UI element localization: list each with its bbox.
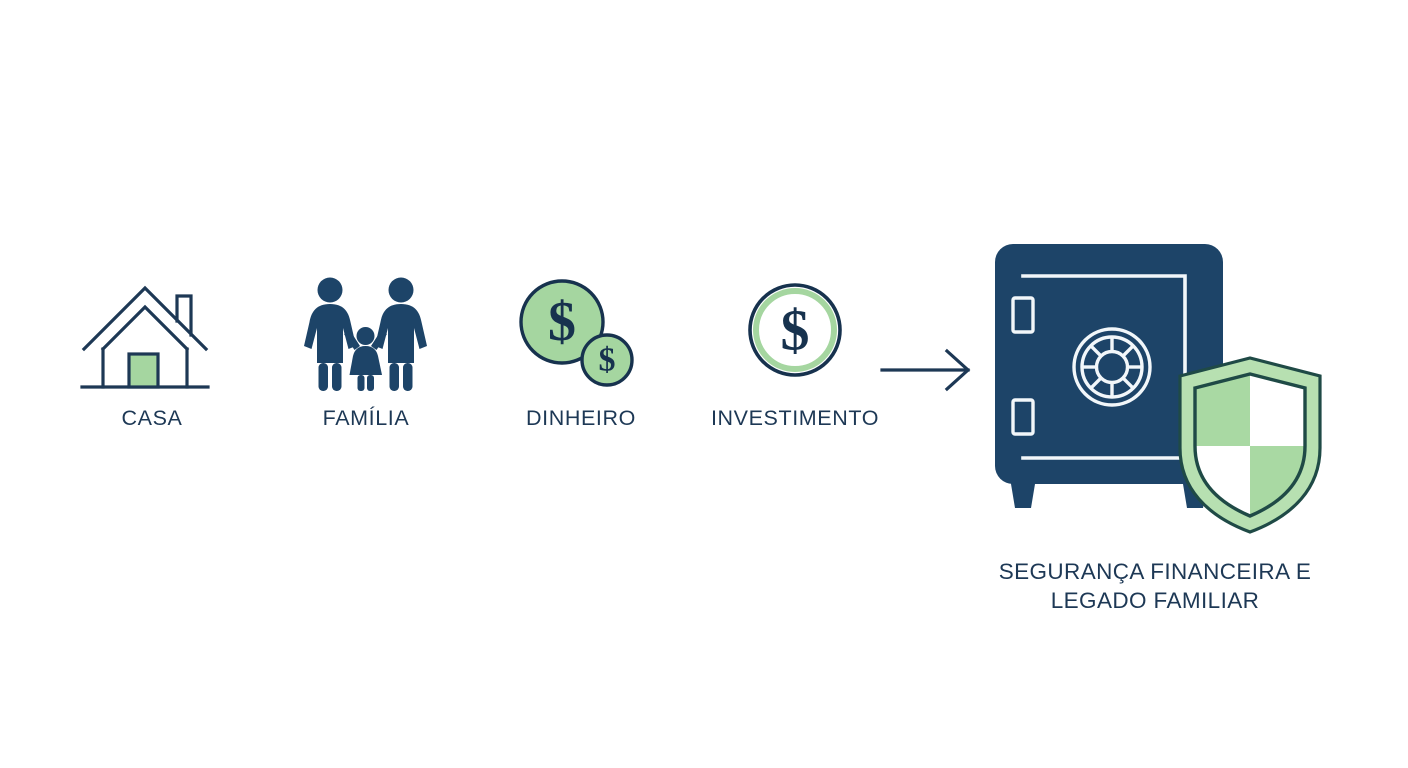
safe-door-outline	[1021, 274, 1187, 460]
family-adult-right	[375, 277, 427, 391]
step-item-casa: CASA	[52, 270, 252, 431]
step-label-dinheiro: DINHEIRO	[526, 406, 636, 430]
coin-small: $	[580, 333, 634, 387]
shield-inner-outline	[1193, 372, 1307, 518]
shield-badge	[1178, 356, 1322, 534]
safe-body	[995, 244, 1223, 484]
safe-hinge-top	[1011, 296, 1035, 334]
svg-text:$: $	[548, 291, 576, 353]
svg-text:$: $	[599, 342, 616, 379]
svg-text:$: $	[781, 298, 810, 363]
house-icon	[80, 285, 210, 389]
shield-quarters	[1195, 374, 1305, 516]
coin-ring: $	[748, 283, 842, 377]
money-coins-icon: $ $	[519, 279, 634, 387]
step-label-investimento: INVESTIMENTO	[710, 406, 880, 430]
safe-with-shield-icon	[995, 244, 1322, 534]
coin-large: $	[519, 279, 605, 365]
family-adult-left	[304, 277, 356, 391]
result-block: SEGURANÇA FINANCEIRA E LEGADO FAMILIAR	[975, 236, 1335, 616]
investment-coin-icon: $	[748, 283, 842, 377]
step-item-investimento: $ INVESTIMENTO	[695, 270, 895, 431]
arrow-right-icon	[880, 348, 971, 392]
step-label-familia: FAMÍLIA	[322, 406, 410, 430]
family-icon	[304, 277, 427, 391]
safe-dial	[1072, 327, 1152, 407]
result-caption: SEGURANÇA FINANCEIRA E LEGADO FAMILIAR	[998, 559, 1312, 613]
step-item-familia: FAMÍLIA	[266, 270, 466, 431]
step-label-casa: CASA	[121, 406, 183, 430]
step-item-dinheiro: $ $ DINHEIRO	[481, 270, 681, 431]
house-door-shape	[127, 352, 160, 389]
safe-hinge-bottom	[1011, 398, 1035, 436]
family-child	[344, 327, 387, 391]
